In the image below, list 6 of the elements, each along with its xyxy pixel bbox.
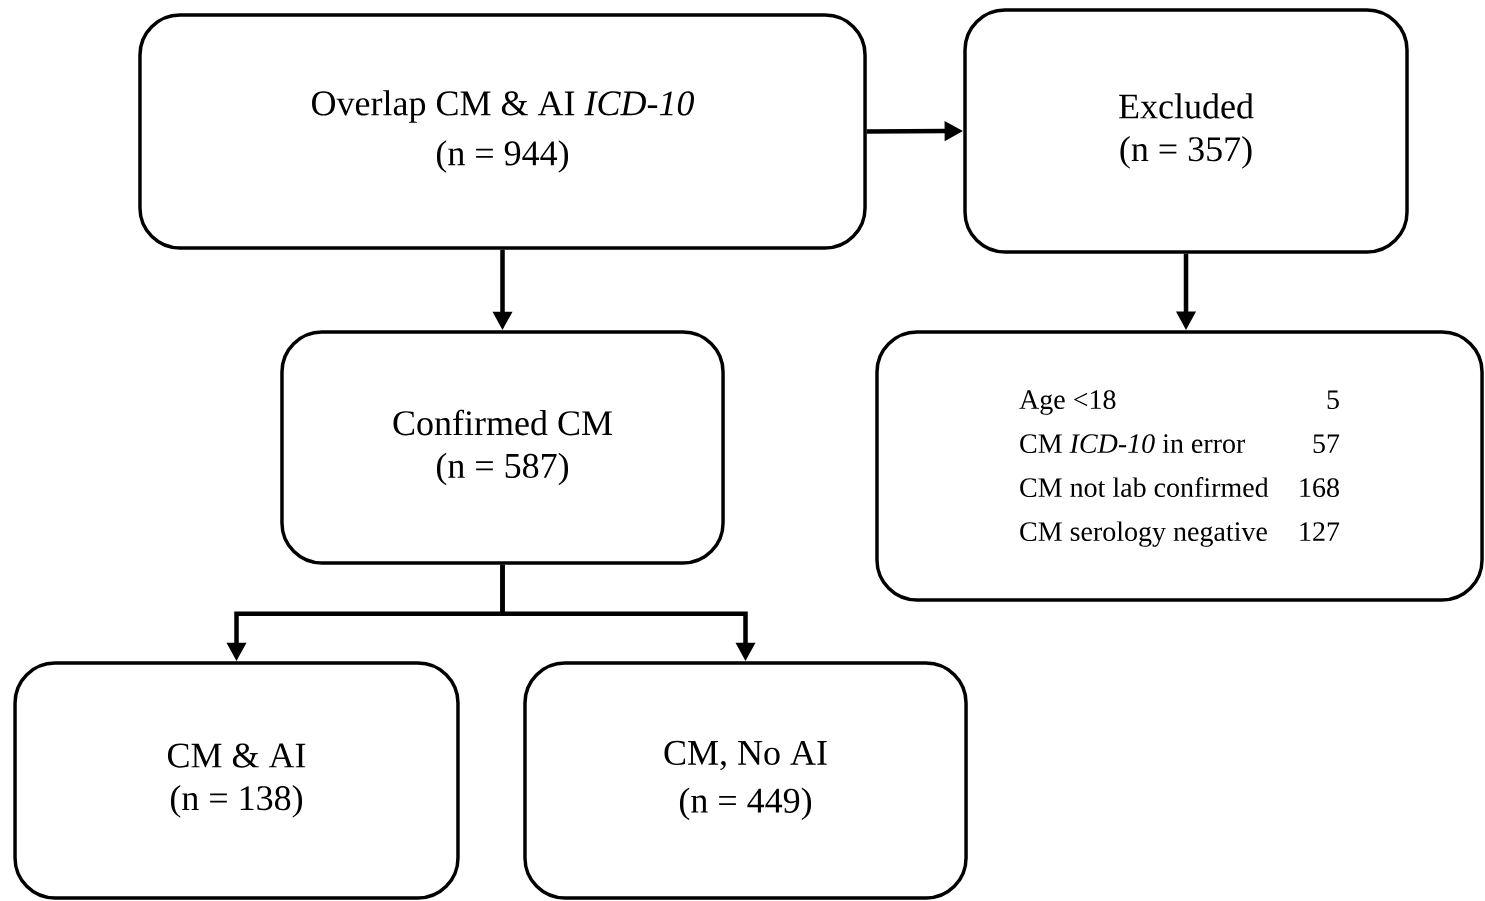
exclusion-list-box: Age <18 5 CM ICD-10 in error 57 CM not lab confirmed 168 CM serology negative 127 [875,330,1484,602]
process-box: Overlap CM & AI ICD-10 (n = 944) [138,13,867,250]
process-box: CM, No AI (n = 449) [523,661,968,900]
process-box: Confirmed CM (n = 587) [280,330,725,565]
process-box: Excluded (n = 357) [963,8,1409,254]
process-box: CM & AI (n = 138) [13,661,460,900]
